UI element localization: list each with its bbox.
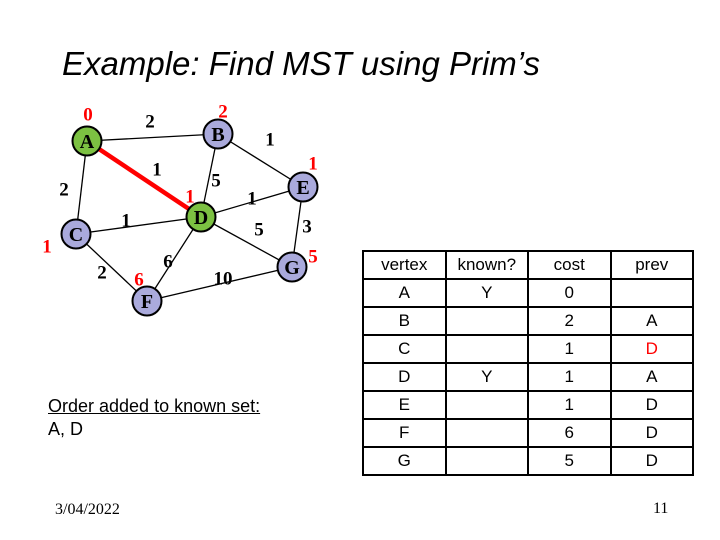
cell-cost-G: 5 xyxy=(527,446,612,476)
graph-node-D xyxy=(185,201,217,233)
node-label-C: C xyxy=(69,224,83,246)
column-header-vertex: vertex xyxy=(362,250,447,280)
cell-prev-D: A xyxy=(609,362,694,392)
edge-weight-D-F: 6 xyxy=(163,252,173,273)
cell-known-A: Y xyxy=(444,278,529,308)
edge-weight-B-D: 5 xyxy=(211,171,221,192)
column-header-cost: cost xyxy=(527,250,612,280)
node-label-G: G xyxy=(284,257,300,279)
node-cost-F: 6 xyxy=(134,270,144,291)
edge-D-E xyxy=(200,186,304,218)
edge-C-D xyxy=(75,216,202,235)
edge-weight-D-G: 5 xyxy=(254,220,264,241)
node-cost-B: 2 xyxy=(218,102,228,123)
node-label-E: E xyxy=(296,177,309,199)
cell-cost-C: 1 xyxy=(527,334,612,364)
cell-cost-E: 1 xyxy=(527,390,612,420)
column-header-prev: prev xyxy=(609,250,694,280)
graph-node-E xyxy=(287,171,319,203)
order-note-value: A, D xyxy=(48,419,84,439)
order-note-heading: Order added to known set: xyxy=(48,396,261,416)
cell-vertex-B: B xyxy=(362,306,447,336)
cell-known-B xyxy=(444,306,529,336)
cell-prev-B: A xyxy=(609,306,694,336)
cell-vertex-E: E xyxy=(362,390,447,420)
cell-vertex-C: C xyxy=(362,334,447,364)
edge-F-G xyxy=(146,266,293,302)
edge-weight-E-G: 3 xyxy=(302,217,312,238)
graph-node-G xyxy=(276,251,308,283)
edge-D-F xyxy=(146,216,202,302)
node-label-D: D xyxy=(194,207,208,229)
node-label-A: A xyxy=(80,131,95,153)
cell-cost-F: 6 xyxy=(527,418,612,448)
node-label-B: B xyxy=(211,124,224,146)
edge-A-B xyxy=(86,133,219,142)
node-cost-C: 1 xyxy=(42,237,52,258)
cell-known-D: Y xyxy=(444,362,529,392)
graph-node-A xyxy=(71,125,103,157)
edge-B-E xyxy=(217,133,304,188)
node-cost-G: 5 xyxy=(308,247,318,268)
edge-A-C xyxy=(75,140,88,235)
graph-node-C xyxy=(60,218,92,250)
cell-prev-A xyxy=(609,278,694,308)
edge-A-D-mst xyxy=(85,139,203,219)
footer-date: 3/04/2022 xyxy=(55,501,120,518)
node-cost-E: 1 xyxy=(308,154,318,175)
edge-weight-C-D: 1 xyxy=(121,211,131,232)
edge-weight-B-E: 1 xyxy=(265,130,275,151)
edge-weight-D-E: 1 xyxy=(247,189,257,210)
cell-cost-D: 1 xyxy=(527,362,612,392)
cell-known-C xyxy=(444,334,529,364)
cell-known-G xyxy=(444,446,529,476)
cell-prev-F: D xyxy=(609,418,694,448)
graph-node-F xyxy=(131,285,163,317)
edge-D-G xyxy=(200,216,293,268)
slide-title: Example: Find MST using Prim’s xyxy=(62,45,541,82)
cell-known-F xyxy=(444,418,529,448)
column-header-known: known? xyxy=(444,250,529,280)
cell-vertex-D: D xyxy=(362,362,447,392)
node-label-F: F xyxy=(141,291,153,313)
cell-vertex-A: A xyxy=(362,278,447,308)
edge-weight-A-C: 2 xyxy=(59,180,69,201)
cell-vertex-G: G xyxy=(362,446,447,476)
edge-weight-C-F: 2 xyxy=(97,263,107,284)
edge-weight-A-D: 1 xyxy=(152,160,162,181)
cell-prev-C: D xyxy=(609,334,694,364)
page-number: 11 xyxy=(653,500,669,517)
node-cost-A: 0 xyxy=(83,105,93,126)
cell-cost-B: 2 xyxy=(527,306,612,336)
graph-node-B xyxy=(202,118,234,150)
order-note: Order added to known set: A, D xyxy=(48,395,260,441)
edge-weight-A-B: 2 xyxy=(145,112,155,133)
cell-known-E xyxy=(444,390,529,420)
node-cost-D: 1 xyxy=(185,187,195,208)
cell-vertex-F: F xyxy=(362,418,447,448)
cell-prev-G: D xyxy=(609,446,694,476)
cell-prev-E: D xyxy=(609,390,694,420)
edge-C-F xyxy=(75,233,148,302)
edge-weight-F-G: 10 xyxy=(214,269,233,290)
cell-cost-A: 0 xyxy=(527,278,612,308)
